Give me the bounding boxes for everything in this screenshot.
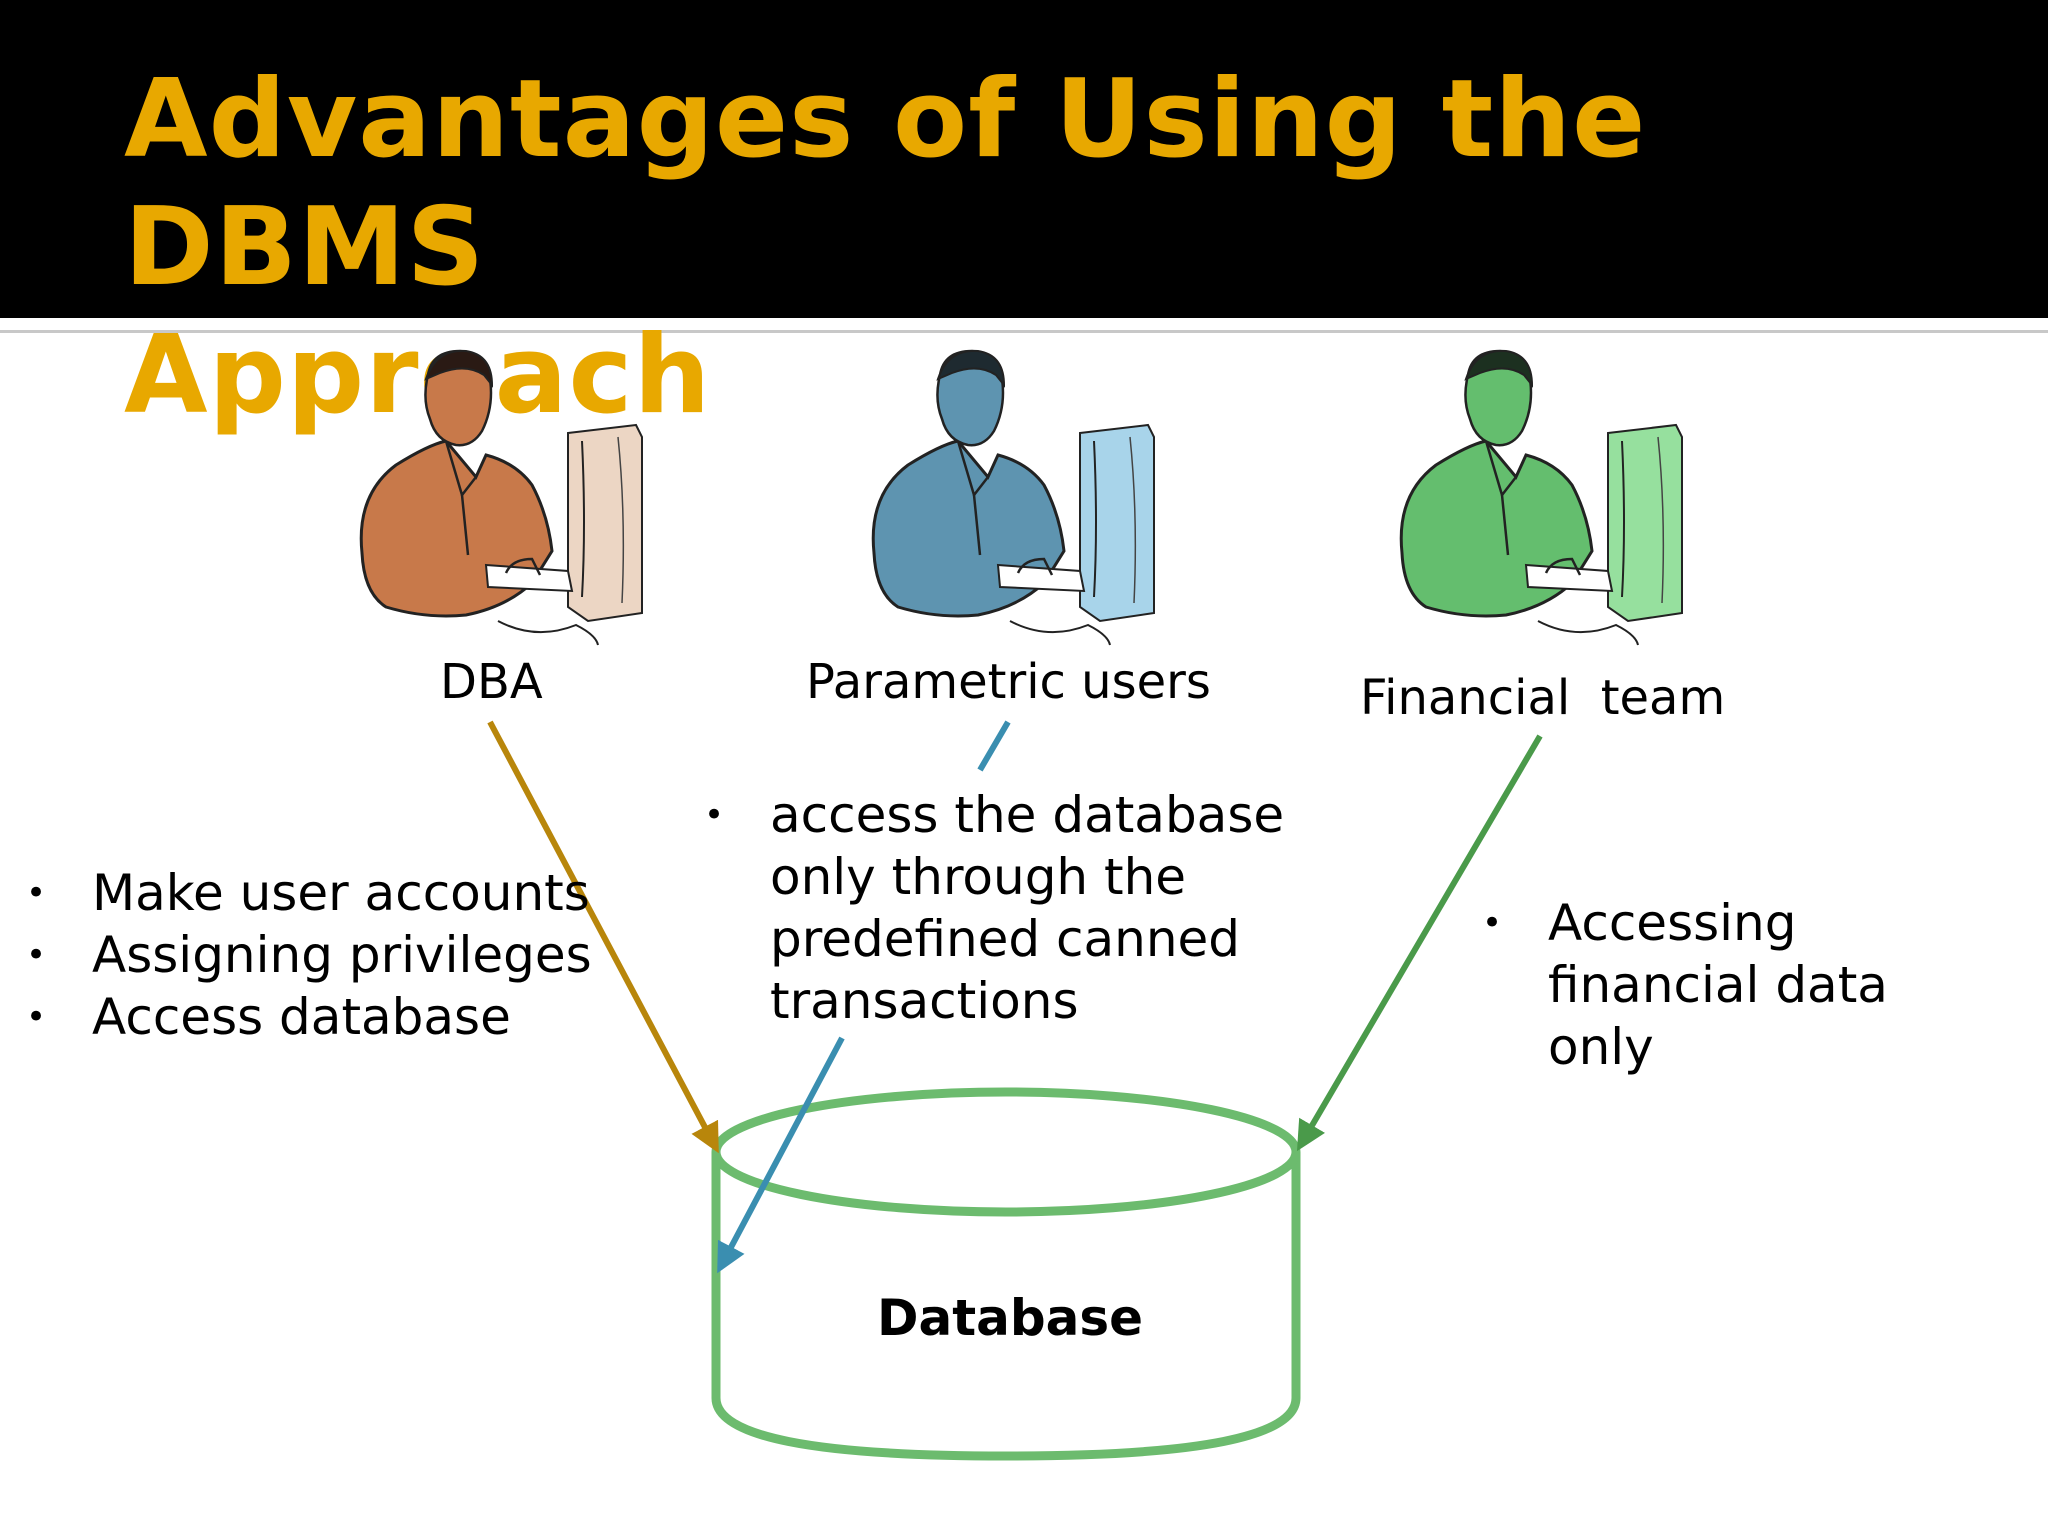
title-divider bbox=[0, 330, 2048, 333]
bullet-icon: • bbox=[1482, 903, 1503, 943]
parametric-access-arrow bbox=[717, 1036, 845, 1274]
financial-line-3: only bbox=[1548, 1018, 1654, 1076]
parametric-line-1: access the database bbox=[770, 786, 1285, 844]
slide-title-line-2: Approach bbox=[124, 313, 712, 438]
dba-bullet-list: •Make user accounts •Assigning privilege… bbox=[26, 862, 592, 1048]
dba-user-at-computer-icon bbox=[359, 349, 643, 646]
title-bar bbox=[0, 0, 2048, 318]
list-item: • access the database only through the p… bbox=[704, 784, 1284, 1032]
bullet-icon: • bbox=[26, 935, 47, 975]
list-item: •Access database bbox=[26, 988, 511, 1046]
database-label: Database bbox=[876, 1289, 1144, 1347]
parametric-users-label: Parametric users bbox=[806, 654, 1211, 710]
bullet-icon: • bbox=[26, 873, 47, 913]
parametric-line-4: transactions bbox=[770, 972, 1079, 1030]
list-item: •Assigning privileges bbox=[26, 926, 592, 984]
financial-line-1: Accessing bbox=[1548, 894, 1797, 952]
financial-team-label: Financial team bbox=[1360, 670, 1726, 726]
list-item: •Make user accounts bbox=[26, 864, 590, 922]
financial-bullet-list: • Accessing financial data only bbox=[1482, 892, 1888, 1078]
parametric-line-2: only through the bbox=[770, 848, 1187, 906]
bullet-icon: • bbox=[704, 795, 725, 835]
financial-line-2: financial data bbox=[1548, 956, 1888, 1014]
parametric-bullet-list: • access the database only through the p… bbox=[704, 784, 1284, 1032]
slide-title: Advantages of Using the DBMS Approach bbox=[124, 56, 1984, 440]
slide-title-line-1: Advantages of Using the DBMS bbox=[124, 57, 1647, 310]
list-item: • Accessing financial data only bbox=[1482, 892, 1888, 1078]
bullet-icon: • bbox=[26, 997, 47, 1037]
parametric-user-at-computer-icon bbox=[871, 349, 1155, 646]
database-cylinder-icon bbox=[711, 1087, 1301, 1461]
parametric-arrow-upper bbox=[977, 720, 1011, 772]
dba-label: DBA bbox=[440, 654, 543, 710]
parametric-line-3: predefined canned bbox=[770, 910, 1241, 968]
financial-user-at-computer-icon bbox=[1399, 349, 1683, 646]
